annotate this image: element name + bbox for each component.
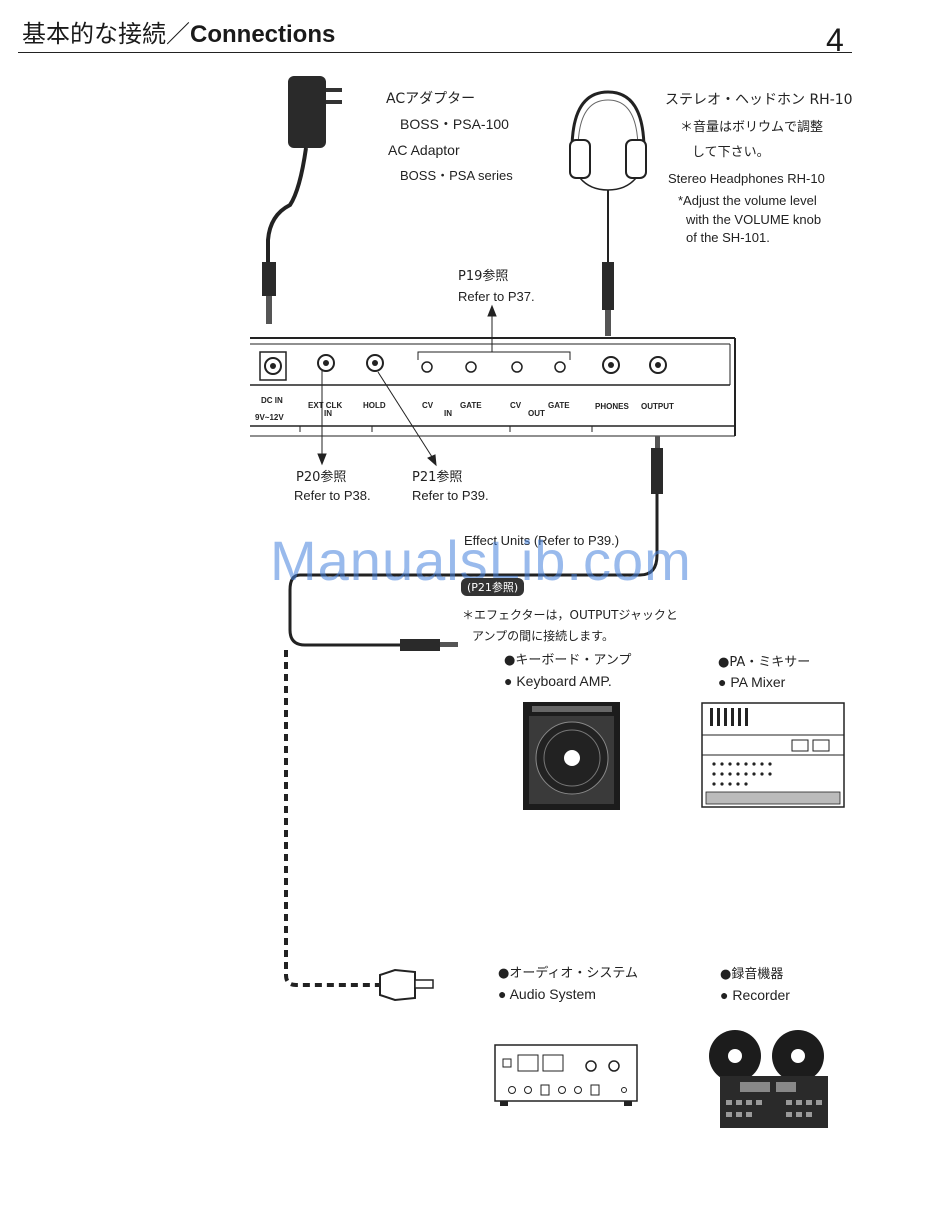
page-title: 基本的な接続／Connections bbox=[22, 14, 335, 49]
audio-system-icon bbox=[494, 1044, 638, 1106]
keyboard-amp-icon bbox=[523, 702, 620, 810]
panel-label-out: OUT bbox=[528, 409, 545, 418]
ref-p20-en: Refer to P38. bbox=[294, 488, 371, 503]
panel-label-cv-in: CV bbox=[422, 401, 434, 410]
panel-label-output: OUTPUT bbox=[641, 402, 674, 411]
effects-note1-jp: ＊エフェクターは，OUTPUTジャックと bbox=[462, 608, 678, 622]
keyboard-amp-label-jp: ●キーボード・アンプ bbox=[504, 653, 632, 668]
page-number: 4 bbox=[826, 22, 844, 58]
ref-p19-jp: P19参照 bbox=[458, 269, 509, 284]
output-cable-icon bbox=[288, 436, 663, 651]
adaptor-label-jp: ACアダプター bbox=[386, 91, 476, 107]
headphones-note2-en: with the VOLUME knob bbox=[686, 212, 822, 227]
ref-p21-jp: P21参照 bbox=[412, 470, 463, 485]
adaptor-label-en: AC Adaptor bbox=[388, 142, 460, 158]
page-title-en: Connections bbox=[190, 21, 336, 48]
panel-label-cv-out: CV bbox=[510, 401, 522, 410]
headphones-note1-en: *Adjust the volume level bbox=[678, 193, 817, 208]
effects-badge-jp: (P21参照) bbox=[461, 578, 525, 596]
panel-label-in: IN bbox=[444, 409, 452, 418]
headphones-icon bbox=[569, 90, 647, 336]
adaptor-model-en: BOSS・PSA series bbox=[400, 168, 513, 183]
panel-label-voltage: 9V~12V bbox=[255, 413, 284, 422]
pa-mixer-icon bbox=[701, 702, 845, 808]
audio-system-label-en: ● Audio System bbox=[498, 986, 596, 1002]
panel-label-phones: PHONES bbox=[595, 402, 629, 411]
effects-title: Effect Units (Refer to P39.) bbox=[464, 533, 620, 548]
panel-label-ext-clk: EXT CLK bbox=[308, 401, 343, 410]
keyboard-amp-label-en: ● Keyboard AMP. bbox=[504, 673, 612, 689]
headphones-note3-en: of the SH-101. bbox=[686, 230, 770, 245]
page-title-jp: 基本的な接続／ bbox=[22, 20, 190, 48]
headphones-note2-jp: して下さい。 bbox=[692, 145, 770, 160]
rear-panel-icon bbox=[250, 337, 736, 437]
recorder-icon bbox=[709, 1030, 828, 1128]
headphones-label-jp: ステレオ・ヘッドホン RH-10 bbox=[665, 92, 853, 108]
adaptor-model-jp: BOSS・PSA-100 bbox=[400, 116, 509, 132]
panel-label-gate-in: GATE bbox=[460, 401, 482, 410]
panel-label-gate-out: GATE bbox=[548, 401, 570, 410]
reference-arrows-icon bbox=[317, 304, 497, 467]
ref-p21-en: Refer to P39. bbox=[412, 488, 489, 503]
audio-system-label-jp: ●オーディオ・システム bbox=[498, 966, 639, 981]
recorder-label-en: ● Recorder bbox=[720, 987, 790, 1003]
audio-cable-icon bbox=[284, 650, 434, 1002]
headphones-label-en: Stereo Headphones RH-10 bbox=[668, 171, 825, 186]
ref-p20-jp: P20参照 bbox=[296, 470, 347, 485]
ac-adaptor-icon bbox=[262, 76, 342, 324]
pa-mixer-label-en: ● PA Mixer bbox=[718, 674, 786, 690]
panel-label-dc-in: DC IN bbox=[261, 396, 283, 405]
pa-mixer-label-jp: ●PA・ミキサー bbox=[718, 655, 811, 670]
effects-note2-jp: アンプの間に接続します。 bbox=[472, 629, 614, 643]
header-rule bbox=[18, 52, 852, 53]
recorder-label-jp: ●録音機器 bbox=[720, 967, 784, 982]
headphones-note1-jp: ＊音量はボリウムで調整 bbox=[680, 120, 824, 135]
panel-label-hold: HOLD bbox=[363, 401, 386, 410]
panel-label-ext-in: IN bbox=[324, 409, 332, 418]
ref-p19-en: Refer to P37. bbox=[458, 289, 535, 304]
